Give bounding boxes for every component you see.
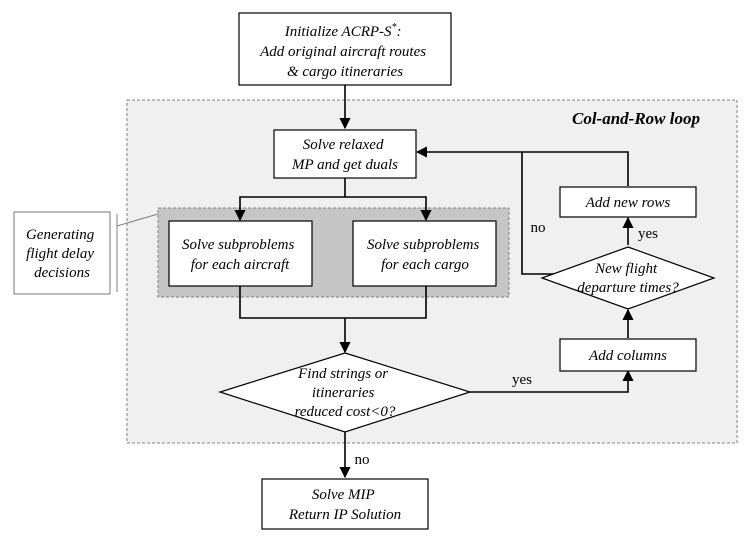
node-initialize-text: Initialize ACRP-S*: Add original aircraf…	[259, 22, 430, 80]
node-add-columns: Add columns	[559, 338, 697, 372]
edge-label-flight-yes: yes	[638, 226, 658, 242]
solve-mip-line-1: Solve MIP	[312, 487, 375, 503]
solve-relaxed-line-1: Solve relaxed	[303, 137, 384, 153]
side-note-connector	[116, 213, 159, 227]
sub-aircraft-line-1: Solve subproblems	[182, 237, 295, 253]
find-line-2: itineraries	[312, 385, 375, 401]
node-add-new-rows: Add new rows	[559, 186, 697, 218]
init-suffix: :	[397, 24, 402, 40]
edge-flight-no-to-solve	[521, 152, 560, 275]
node-subproblem-aircraft-text: Solve subproblems for each aircraft	[182, 237, 298, 273]
node-solve-mip-text: Solve MIP Return IP Solution	[288, 487, 401, 523]
init-superscript: *	[392, 22, 397, 33]
sub-cargo-line-2: for each cargo	[381, 257, 469, 273]
side-note-box	[13, 211, 111, 295]
new-flight-line-1: New flight	[594, 261, 658, 277]
add-columns-line-1: Add columns	[588, 348, 667, 364]
solve-mip-line-2: Return IP Solution	[288, 507, 401, 523]
node-solve-relaxed-text: Solve relaxed MP and get duals	[291, 137, 398, 173]
node-subproblem-aircraft: Solve subproblems for each aircraft	[168, 220, 313, 287]
node-solve-relaxed: Solve relaxed MP and get duals	[273, 129, 417, 179]
init-line-1: Initialize ACRP-S	[284, 24, 392, 40]
edge-solve-to-subproblems	[234, 178, 346, 222]
node-add-columns-text: Add columns	[588, 348, 667, 364]
node-add-rows-text: Add new rows	[585, 195, 671, 211]
node-subproblem-cargo-text: Solve subproblems for each cargo	[367, 237, 483, 273]
side-note-line-2: flight delay	[26, 246, 94, 262]
sub-cargo-line-1: Solve subproblems	[367, 237, 480, 253]
edge-label-find-no: no	[355, 452, 370, 468]
loop-title: Col-and-Row loop	[572, 109, 700, 128]
solve-relaxed-line-2: MP and get duals	[291, 157, 398, 173]
init-line-3: & cargo itineraries	[287, 64, 403, 80]
edge-label-find-yes: yes	[512, 372, 532, 388]
node-solve-mip: Solve MIP Return IP Solution	[261, 478, 429, 530]
init-line-2: Add original aircraft routes	[259, 44, 426, 60]
node-find-strings-decision: Find strings or itineraries reduced cost…	[218, 352, 472, 433]
edges	[234, 85, 634, 479]
sub-aircraft-line-2: for each aircraft	[191, 257, 290, 273]
edge-subproblems-merge	[239, 286, 427, 319]
find-line-3: reduced cost<0?	[295, 404, 396, 420]
edge-label-flight-no: no	[531, 220, 546, 236]
side-note-text: Generating flight delay decisions	[26, 227, 98, 281]
node-subproblem-cargo: Solve subproblems for each cargo	[352, 220, 497, 287]
node-initialize: Initialize ACRP-S*: Add original aircraf…	[238, 12, 452, 86]
node-new-flight-decision: New flight departure times?	[540, 246, 716, 310]
side-note-line-3: decisions	[34, 265, 90, 281]
find-line-1: Find strings or	[297, 366, 388, 382]
edge-rows-to-solve	[415, 146, 629, 186]
new-flight-line-2: departure times?	[577, 280, 679, 296]
side-note-line-1: Generating	[26, 227, 95, 243]
add-rows-line-1: Add new rows	[585, 195, 671, 211]
node-find-strings-text: Find strings or itineraries reduced cost…	[295, 366, 396, 420]
node-new-flight-text: New flight departure times?	[577, 261, 679, 296]
edge-find-yes-to-columns	[470, 369, 634, 393]
edge-solve-to-cargo-subproblem	[345, 196, 432, 222]
